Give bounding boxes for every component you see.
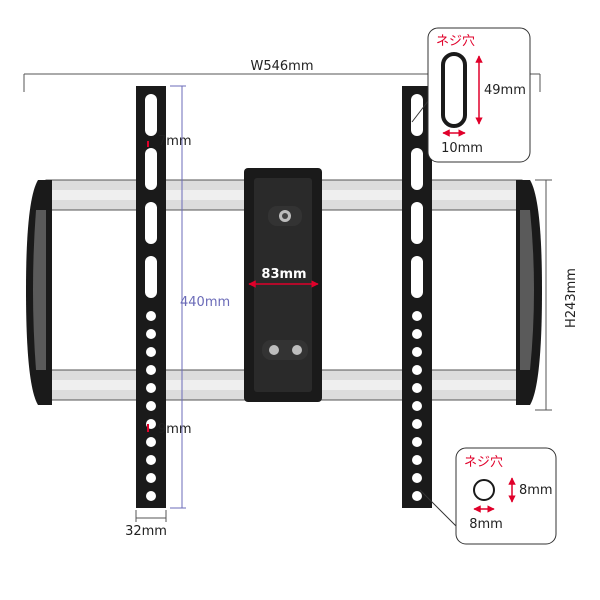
rail-slot xyxy=(145,256,157,298)
hole-callout-title: ネジ穴 xyxy=(464,455,503,470)
rail-width-dimension: 32mm xyxy=(125,510,167,539)
slot-callout: ネジ穴 49mm 10mm xyxy=(411,27,531,163)
rail-hole-column xyxy=(146,311,156,501)
right-end-cap xyxy=(516,180,542,405)
slot-width-label: 10mm xyxy=(441,141,483,156)
hole-callout: ネジ穴 8mm 8mm xyxy=(419,447,557,545)
hole-diagram xyxy=(473,479,495,501)
rail-width-label: 32mm xyxy=(125,524,167,539)
hole-width-label: 8mm xyxy=(469,517,503,532)
hole-pitch-label: 9mm xyxy=(158,422,192,437)
rail-length-label: 440mm xyxy=(180,295,230,310)
slot-length-label: 49mm xyxy=(484,83,526,98)
rail-slot xyxy=(145,94,157,136)
rail-slot xyxy=(145,148,157,190)
right-vertical-rail xyxy=(402,86,432,508)
overall-width-label: W546mm xyxy=(251,59,314,74)
slot-pitch-label: 7mm xyxy=(158,134,192,149)
lower-screw-knob xyxy=(262,340,308,360)
rail-hole-column xyxy=(412,311,422,501)
rail-slot xyxy=(145,202,157,244)
plate-width-label: 83mm xyxy=(261,267,306,282)
left-end-cap xyxy=(26,180,52,405)
center-plate: 83mm xyxy=(244,168,322,402)
overall-height-label: H243mm xyxy=(564,268,579,328)
slot-diagram xyxy=(441,52,467,128)
hole-height-label: 8mm xyxy=(519,483,553,498)
rail-length-dimension: 440mm xyxy=(170,85,230,509)
rail-slot xyxy=(411,202,423,244)
slot-callout-title: ネジ穴 xyxy=(436,34,475,49)
rail-slot xyxy=(411,148,423,190)
overall-height-dimension: H243mm xyxy=(535,179,579,411)
upper-screw-knob xyxy=(268,206,302,226)
rail-slot xyxy=(411,256,423,298)
left-vertical-rail: 7mm 9mm xyxy=(136,86,192,508)
